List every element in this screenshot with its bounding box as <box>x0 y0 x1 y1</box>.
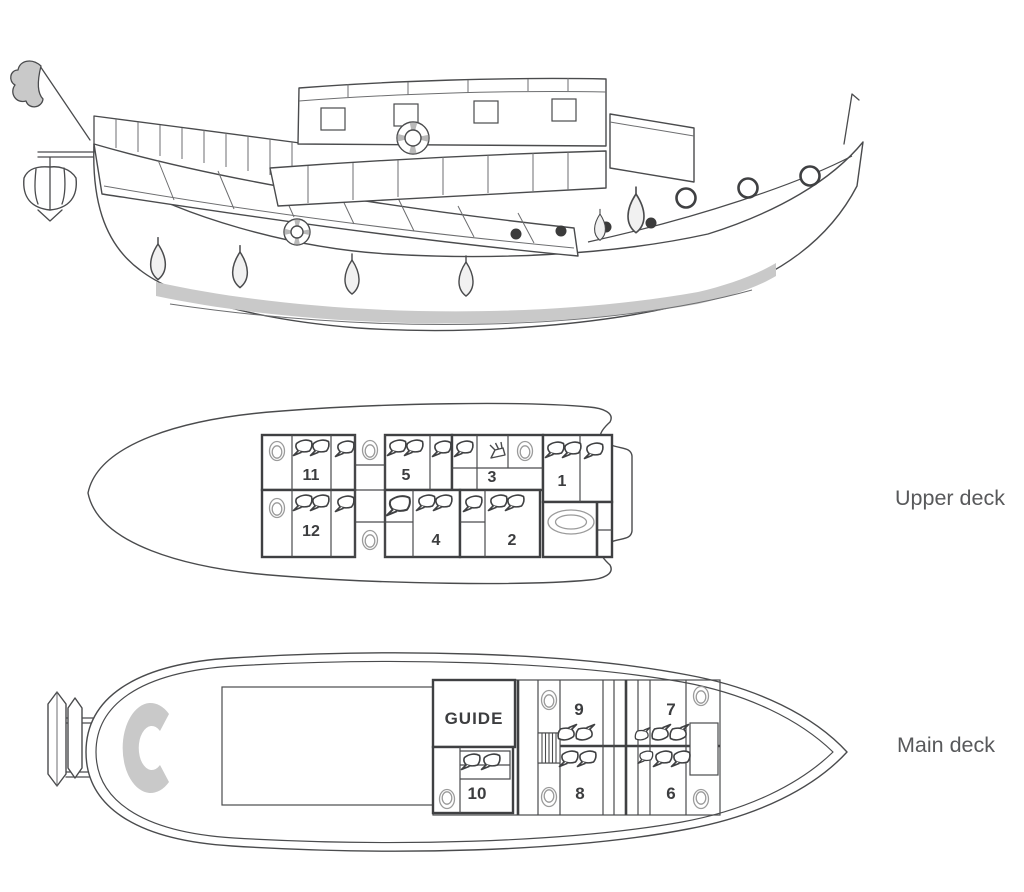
upper-deck-plan: 11 5 3 1 12 4 2 <box>87 402 633 585</box>
deckhouse-band <box>269 150 607 207</box>
toilet-icon <box>540 786 558 808</box>
wheelhouse-window <box>473 100 499 124</box>
toilet-icon <box>361 439 379 461</box>
porthole-dot-icon <box>510 217 657 240</box>
boat-side-view <box>10 60 864 332</box>
interior-walls <box>291 435 612 557</box>
cabin-11-label: 11 <box>303 467 320 484</box>
flag-icon <box>10 60 44 108</box>
cabin-2-label: 2 <box>508 532 517 549</box>
hull-stripe <box>156 263 776 324</box>
lifebuoy-icon <box>396 121 430 155</box>
cabin-5-label: 5 <box>402 467 411 484</box>
cabin-6-label: 6 <box>666 784 675 803</box>
aft-windscreen <box>609 113 695 183</box>
wheelhouse-window <box>320 107 346 131</box>
cabin-4-label: 4 <box>432 532 441 549</box>
lifebuoy-icon <box>283 218 311 246</box>
storage-room <box>689 722 719 776</box>
toilet-icon <box>361 529 379 551</box>
stairs-icon <box>537 732 561 764</box>
cabin-7-label: 7 <box>666 700 675 719</box>
horseshoe-seat-icon <box>122 703 169 793</box>
dinghy-icon <box>23 151 103 222</box>
bow-bulwark-line <box>587 155 853 243</box>
toilet-icon <box>268 440 286 462</box>
cabin-12-label: 12 <box>302 523 320 540</box>
porthole-ring-icon <box>675 165 821 209</box>
main-deck-plan: GUIDE 9 7 10 8 6 <box>47 652 848 852</box>
cabin-8-label: 8 <box>575 784 584 803</box>
saloon-room <box>221 686 446 806</box>
wheelhouse <box>297 77 607 147</box>
toilet-icon <box>268 497 286 519</box>
toilet-icon <box>516 440 534 462</box>
toilet-icon <box>540 689 558 711</box>
aft-railing <box>93 115 301 179</box>
main-deck-hull-inner <box>95 660 834 844</box>
bow-pole-icon <box>843 93 860 145</box>
toilet-icon <box>438 788 456 810</box>
boot-line <box>169 289 753 326</box>
upper-deck-label: Upper deck <box>895 486 1005 510</box>
flag-pole <box>39 65 91 141</box>
cabin-10-label: 10 <box>468 784 487 803</box>
guide-room-label: GUIDE <box>445 709 504 728</box>
cabin-1-label: 1 <box>558 473 567 490</box>
stern-platform-icon <box>47 691 114 787</box>
bathtub-icon <box>547 509 595 535</box>
fender-icon <box>594 208 606 241</box>
fender-icon <box>627 185 645 234</box>
cabin-3-label: 3 <box>488 469 497 486</box>
cabin-9-label: 9 <box>574 700 583 719</box>
toilet-icon <box>692 788 710 810</box>
main-deck-label: Main deck <box>897 733 995 757</box>
wheelhouse-window <box>551 98 577 122</box>
toilet-icon <box>692 685 710 707</box>
